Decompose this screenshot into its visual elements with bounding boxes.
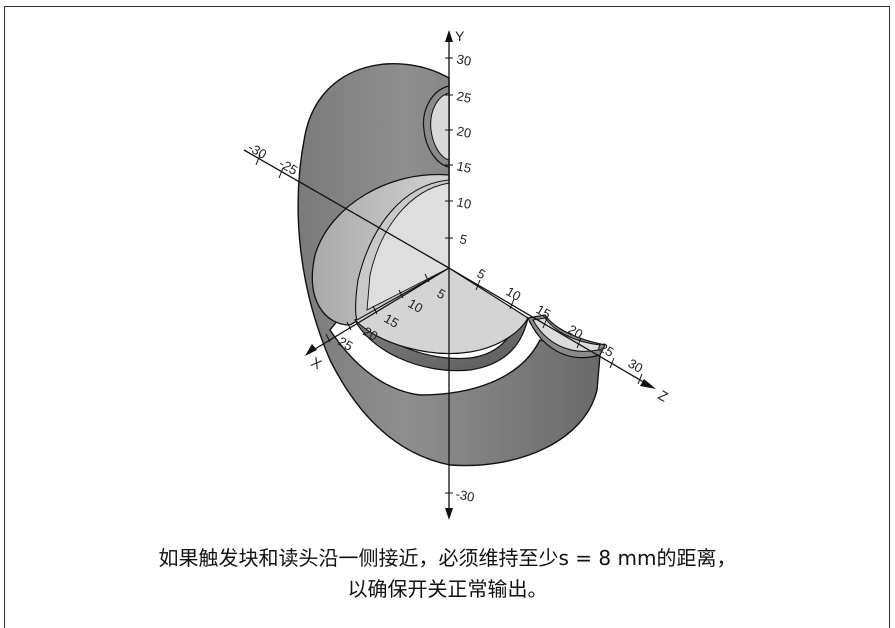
- z-tick-30: 30: [626, 356, 646, 376]
- z-axis-arrow: [640, 379, 656, 389]
- z-axis: [448, 267, 653, 388]
- y-tick-5: 5: [458, 231, 468, 247]
- y-tick-25: 25: [455, 88, 472, 106]
- y-axis-arrow-down: [445, 508, 453, 520]
- x-tick-10: 10: [406, 296, 426, 316]
- y-tick-20: 20: [455, 123, 472, 141]
- x-tick-20: 20: [361, 324, 381, 344]
- figure-caption: 如果触发块和读头沿一侧接近，必须维持至少s = 8 mm的距离， 以确保开关正常…: [0, 543, 895, 605]
- quarter-disc-face: [366, 182, 450, 311]
- y-axis-ticks: [445, 57, 453, 494]
- y-tick-10: 10: [455, 194, 472, 212]
- z-tick-15: 15: [534, 302, 554, 322]
- x-axis: [243, 149, 450, 269]
- upper-lobe-inner: [430, 92, 450, 161]
- x-tick-neg30: -30: [246, 140, 270, 162]
- y-tick-30: 30: [455, 51, 472, 69]
- z-axis-ticks: [475, 279, 643, 385]
- z-tick-20: 20: [566, 322, 586, 342]
- x-axis-letter: X: [309, 354, 326, 373]
- outer-switching-shell: [297, 62, 601, 467]
- x-axis-ticks: [255, 154, 430, 343]
- quarter-disc-horizontal: [354, 267, 529, 355]
- y-tick-15: 15: [455, 158, 472, 176]
- x-tick-15: 15: [382, 311, 402, 331]
- y-tick-neg30: -30: [454, 486, 476, 505]
- z-tick-5: 5: [475, 266, 489, 283]
- z-axis-letter: Z: [656, 387, 672, 405]
- z-tick-10: 10: [504, 284, 524, 304]
- z-tick-25: 25: [597, 340, 617, 360]
- x-axis-arrow: [305, 344, 317, 356]
- x-axis-front: [309, 267, 450, 353]
- y-axis-arrow-up: [445, 30, 453, 42]
- caption-line-2: 以确保开关正常输出。: [347, 577, 548, 601]
- y-axis-letter: Y: [455, 28, 465, 44]
- caption-line-1: 如果触发块和读头沿一侧接近，必须维持至少s = 8 mm的距离，: [158, 546, 737, 570]
- x-tick-25: 25: [336, 334, 356, 354]
